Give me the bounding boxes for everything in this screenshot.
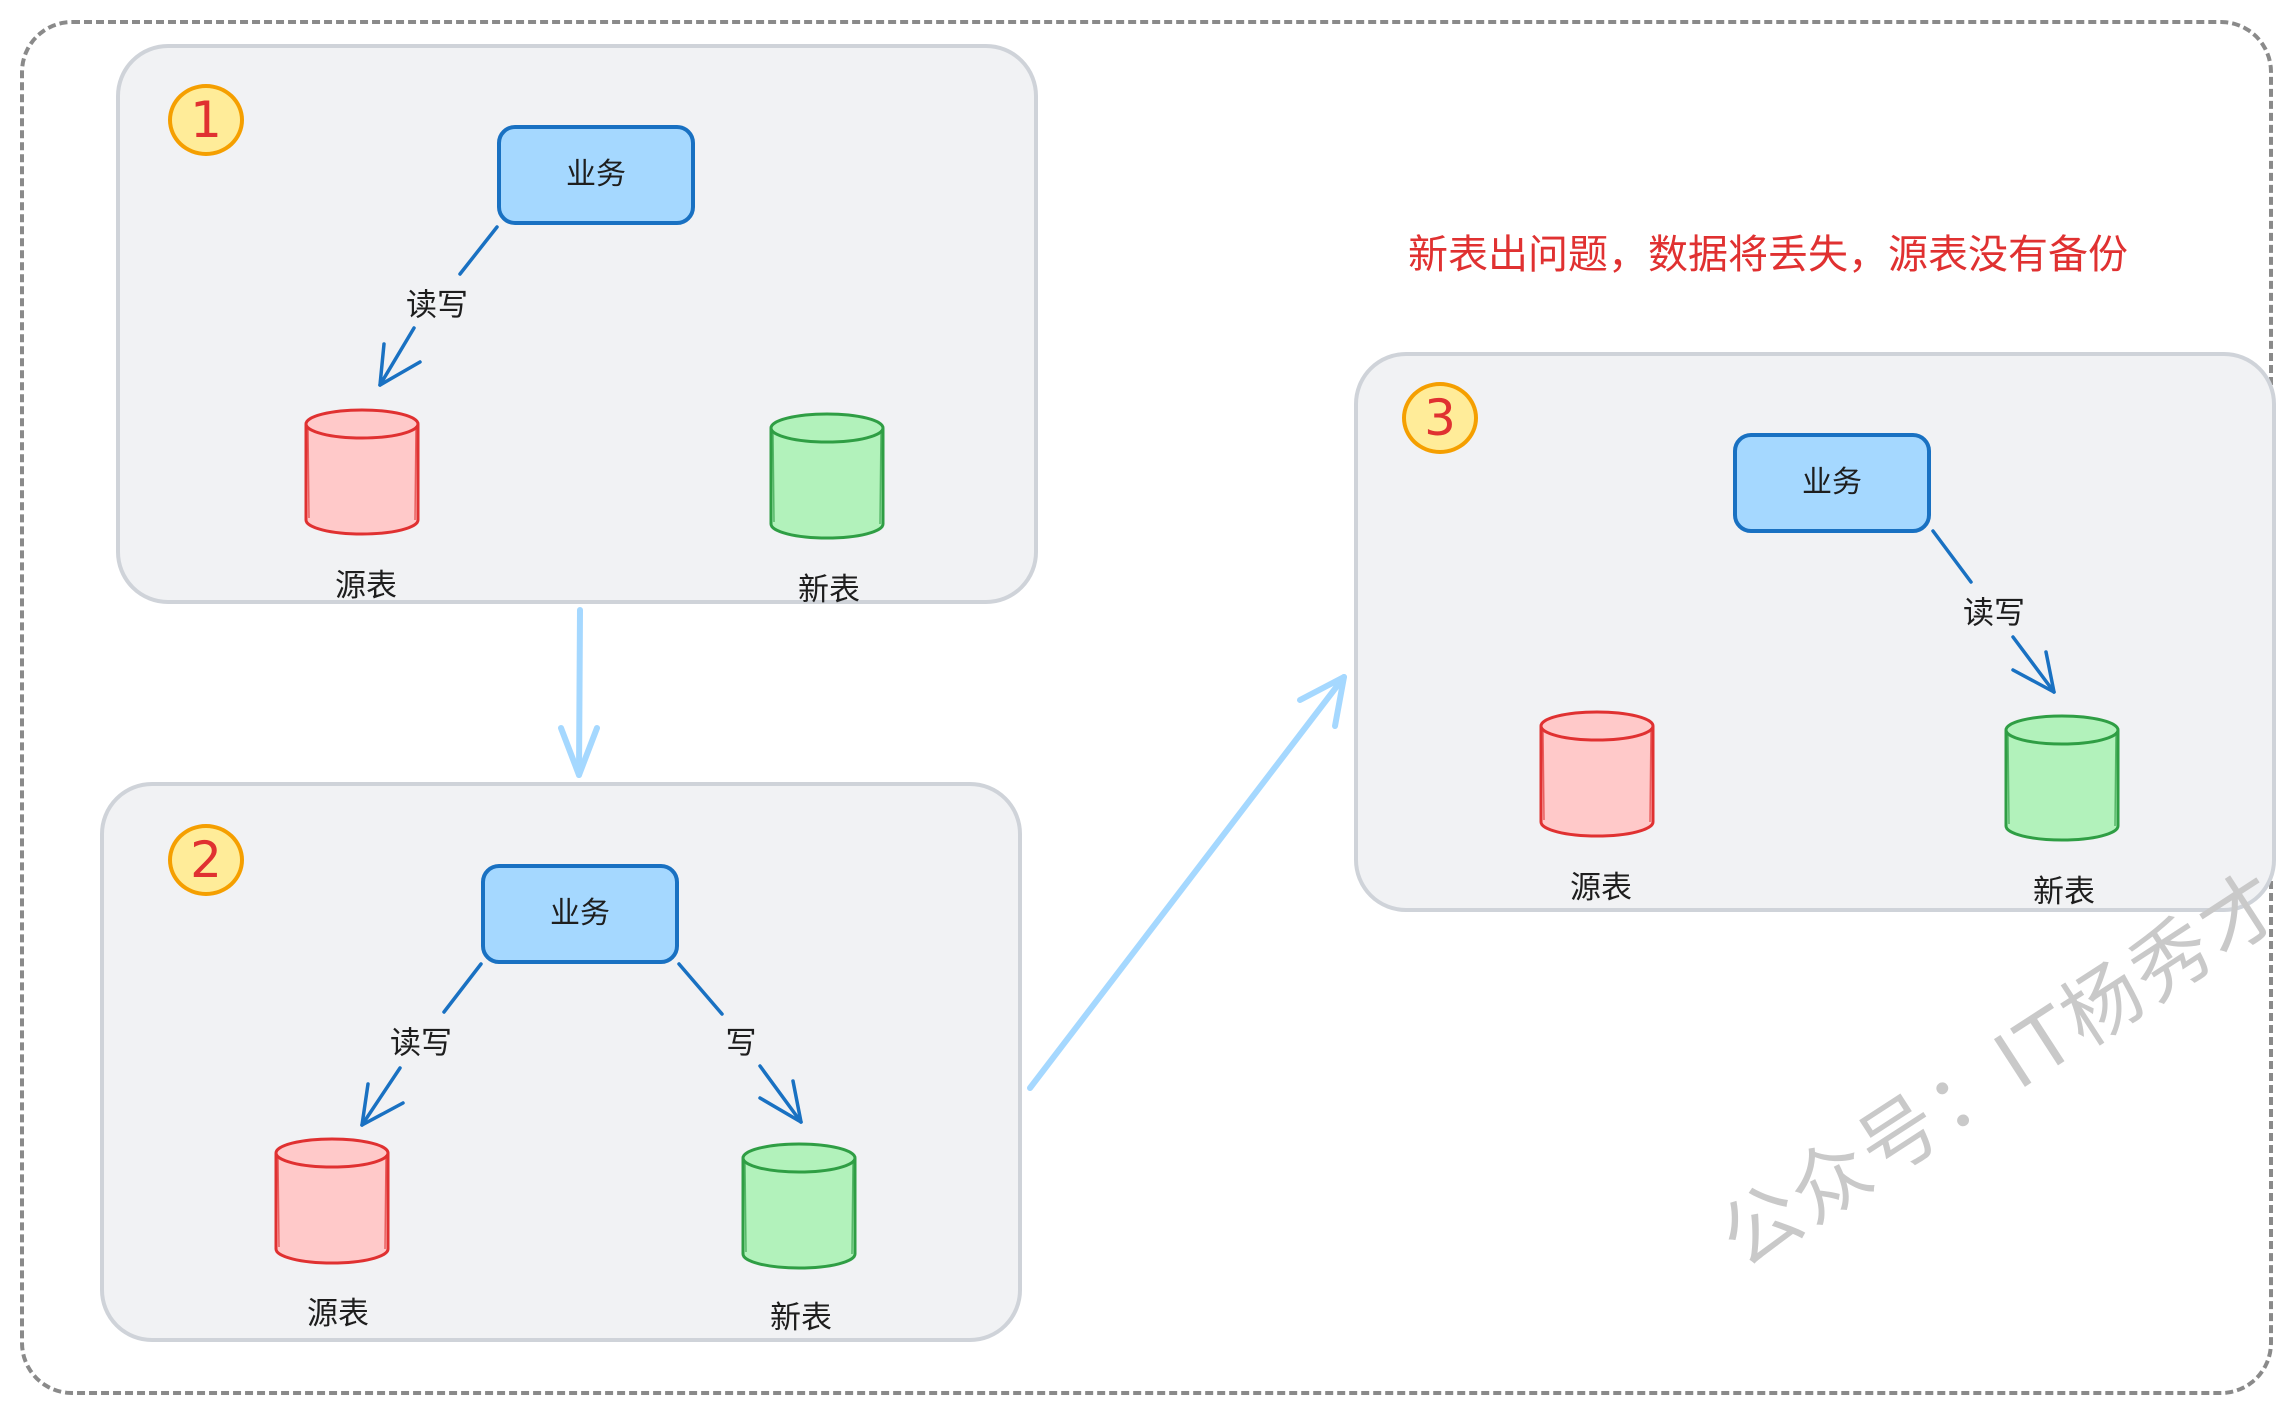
step-3-business-box: 业务 bbox=[1733, 433, 1931, 533]
step-1-edge-label: 读写 bbox=[404, 279, 470, 325]
flow-arrow-step1-to-step2 bbox=[558, 607, 600, 778]
warning-note: 新表出问题，数据将丢失，源表没有备份 bbox=[1408, 232, 2128, 278]
step-1-new-table-label: 新表 bbox=[798, 572, 860, 608]
step-1-business-box: 业务 bbox=[497, 125, 695, 225]
flow-arrow-step2-to-step3 bbox=[1027, 674, 1347, 1091]
step-3-edge-label: 读写 bbox=[1961, 587, 2027, 633]
step-2-edge-label-new: 写 bbox=[723, 1017, 759, 1063]
step-1-new-table-icon bbox=[769, 412, 885, 540]
step-3-panel bbox=[1354, 352, 2276, 912]
step-2-new-table-label: 新表 bbox=[770, 1300, 832, 1336]
step-1-source-table-label: 源表 bbox=[335, 568, 397, 604]
step-3-edge-arrow bbox=[1931, 529, 2056, 694]
step-2-edge-arrow-new bbox=[677, 962, 803, 1124]
step-1-badge: 1 bbox=[168, 84, 244, 156]
step-2-edge-label-source: 读写 bbox=[388, 1017, 454, 1063]
step-2-source-table-icon bbox=[274, 1137, 390, 1265]
step-2-source-table-label: 源表 bbox=[307, 1296, 369, 1332]
step-3-new-table-icon bbox=[2004, 714, 2120, 842]
step-2-edge-arrow-source bbox=[360, 962, 483, 1127]
step-1-source-table-icon bbox=[304, 408, 420, 536]
step-2-new-table-icon bbox=[741, 1142, 857, 1270]
step-1-edge-arrow bbox=[378, 225, 499, 387]
step-3-source-table-icon bbox=[1539, 710, 1655, 838]
step-2-badge: 2 bbox=[168, 824, 244, 896]
step-3-source-table-label: 源表 bbox=[1570, 870, 1632, 906]
step-3-new-table-label: 新表 bbox=[2033, 874, 2095, 910]
step-2-business-box: 业务 bbox=[481, 864, 679, 964]
step-3-badge: 3 bbox=[1402, 382, 1478, 454]
